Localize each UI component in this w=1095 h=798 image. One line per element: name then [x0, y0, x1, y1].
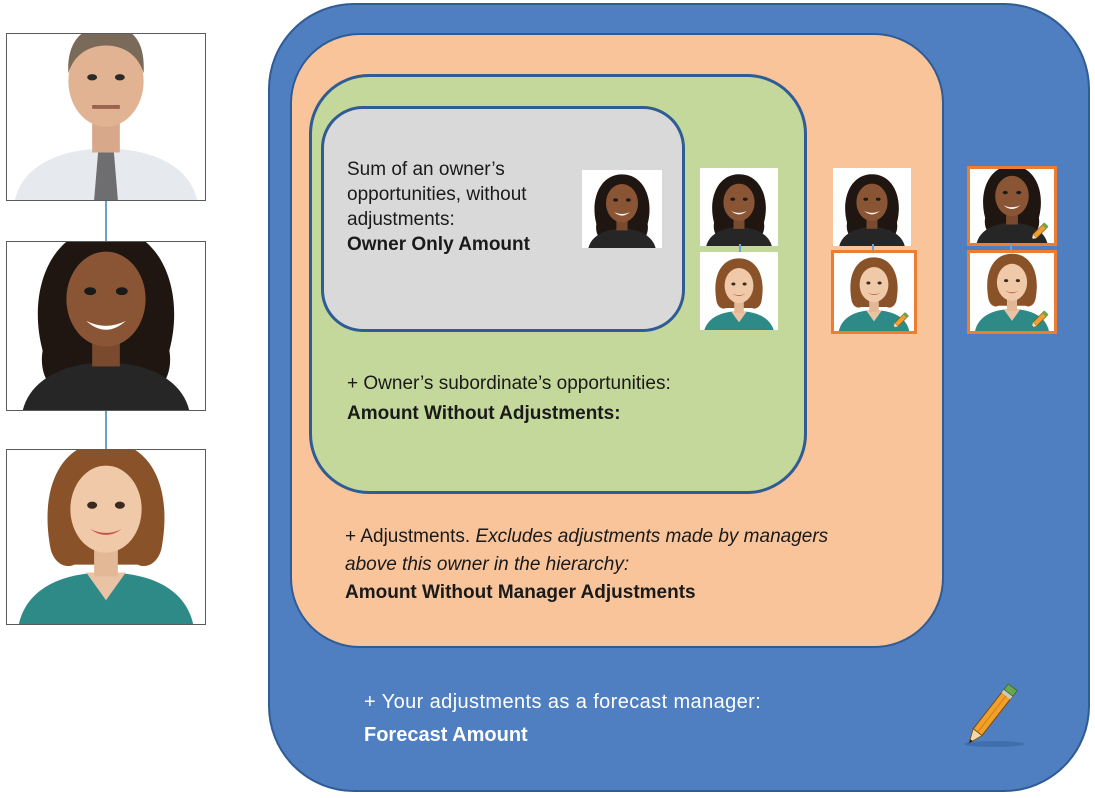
thumb-connector	[1010, 244, 1012, 250]
owner-only-description-line: opportunities, without	[347, 184, 527, 205]
adjustments-exclusion-note: Excludes adjustments made by managers	[475, 526, 829, 547]
owner-thumbnail	[700, 168, 778, 246]
hierarchy-connector	[105, 200, 107, 242]
subordinate-portrait	[6, 449, 206, 625]
forecast-description-line: + Your adjustments as a forecast manager…	[364, 691, 762, 713]
thumb-connector	[872, 244, 874, 252]
subordinate-thumbnail	[700, 252, 778, 330]
amount-without-adjustments-term: Amount Without Adjustments:	[347, 403, 621, 424]
pencil-icon	[1028, 217, 1054, 243]
adjusted-owner-thumbnail	[967, 166, 1057, 246]
manager-portrait	[6, 33, 206, 201]
forecast-amount-term: Forecast Amount	[364, 724, 528, 746]
adjusted-subordinate-thumbnail	[831, 250, 917, 334]
thumb-connector	[739, 244, 741, 252]
adjusted-subordinate-thumbnail	[967, 250, 1057, 334]
hierarchy-connector	[105, 410, 107, 450]
owner-only-description-line: adjustments:	[347, 209, 455, 230]
without-manager-adjustments-line1: + Adjustments. Excludes adjustments made…	[345, 524, 925, 549]
owner-portrait	[6, 241, 206, 411]
pencil-icon	[890, 307, 914, 331]
pencil-icon	[1028, 305, 1054, 331]
owner-only-description-line: Sum of an owner’s	[347, 159, 505, 180]
amount-without-manager-adjustments-term: Amount Without Manager Adjustments	[345, 582, 696, 603]
pencil-icon	[964, 683, 1024, 747]
owner-only-amount-term: Owner Only Amount	[347, 234, 530, 255]
forecast-description: + Your adjustments as a forecast manager…	[364, 690, 904, 748]
owner-only-description: Sum of an owner’s opportunities, without…	[347, 157, 577, 257]
without-manager-adjustments-description: + Adjustments. Excludes adjustments made…	[345, 524, 925, 605]
adjustments-prefix: + Adjustments.	[345, 526, 476, 547]
owner-thumbnail	[582, 170, 662, 248]
adjustments-exclusion-note-continued: above this owner in the hierarchy:	[345, 554, 630, 575]
owner-thumbnail	[833, 168, 911, 246]
without-adjustments-description-line: + Owner’s subordinate’s opportunities:	[347, 373, 671, 394]
without-adjustments-description: + Owner’s subordinate’s opportunities: A…	[347, 371, 787, 426]
